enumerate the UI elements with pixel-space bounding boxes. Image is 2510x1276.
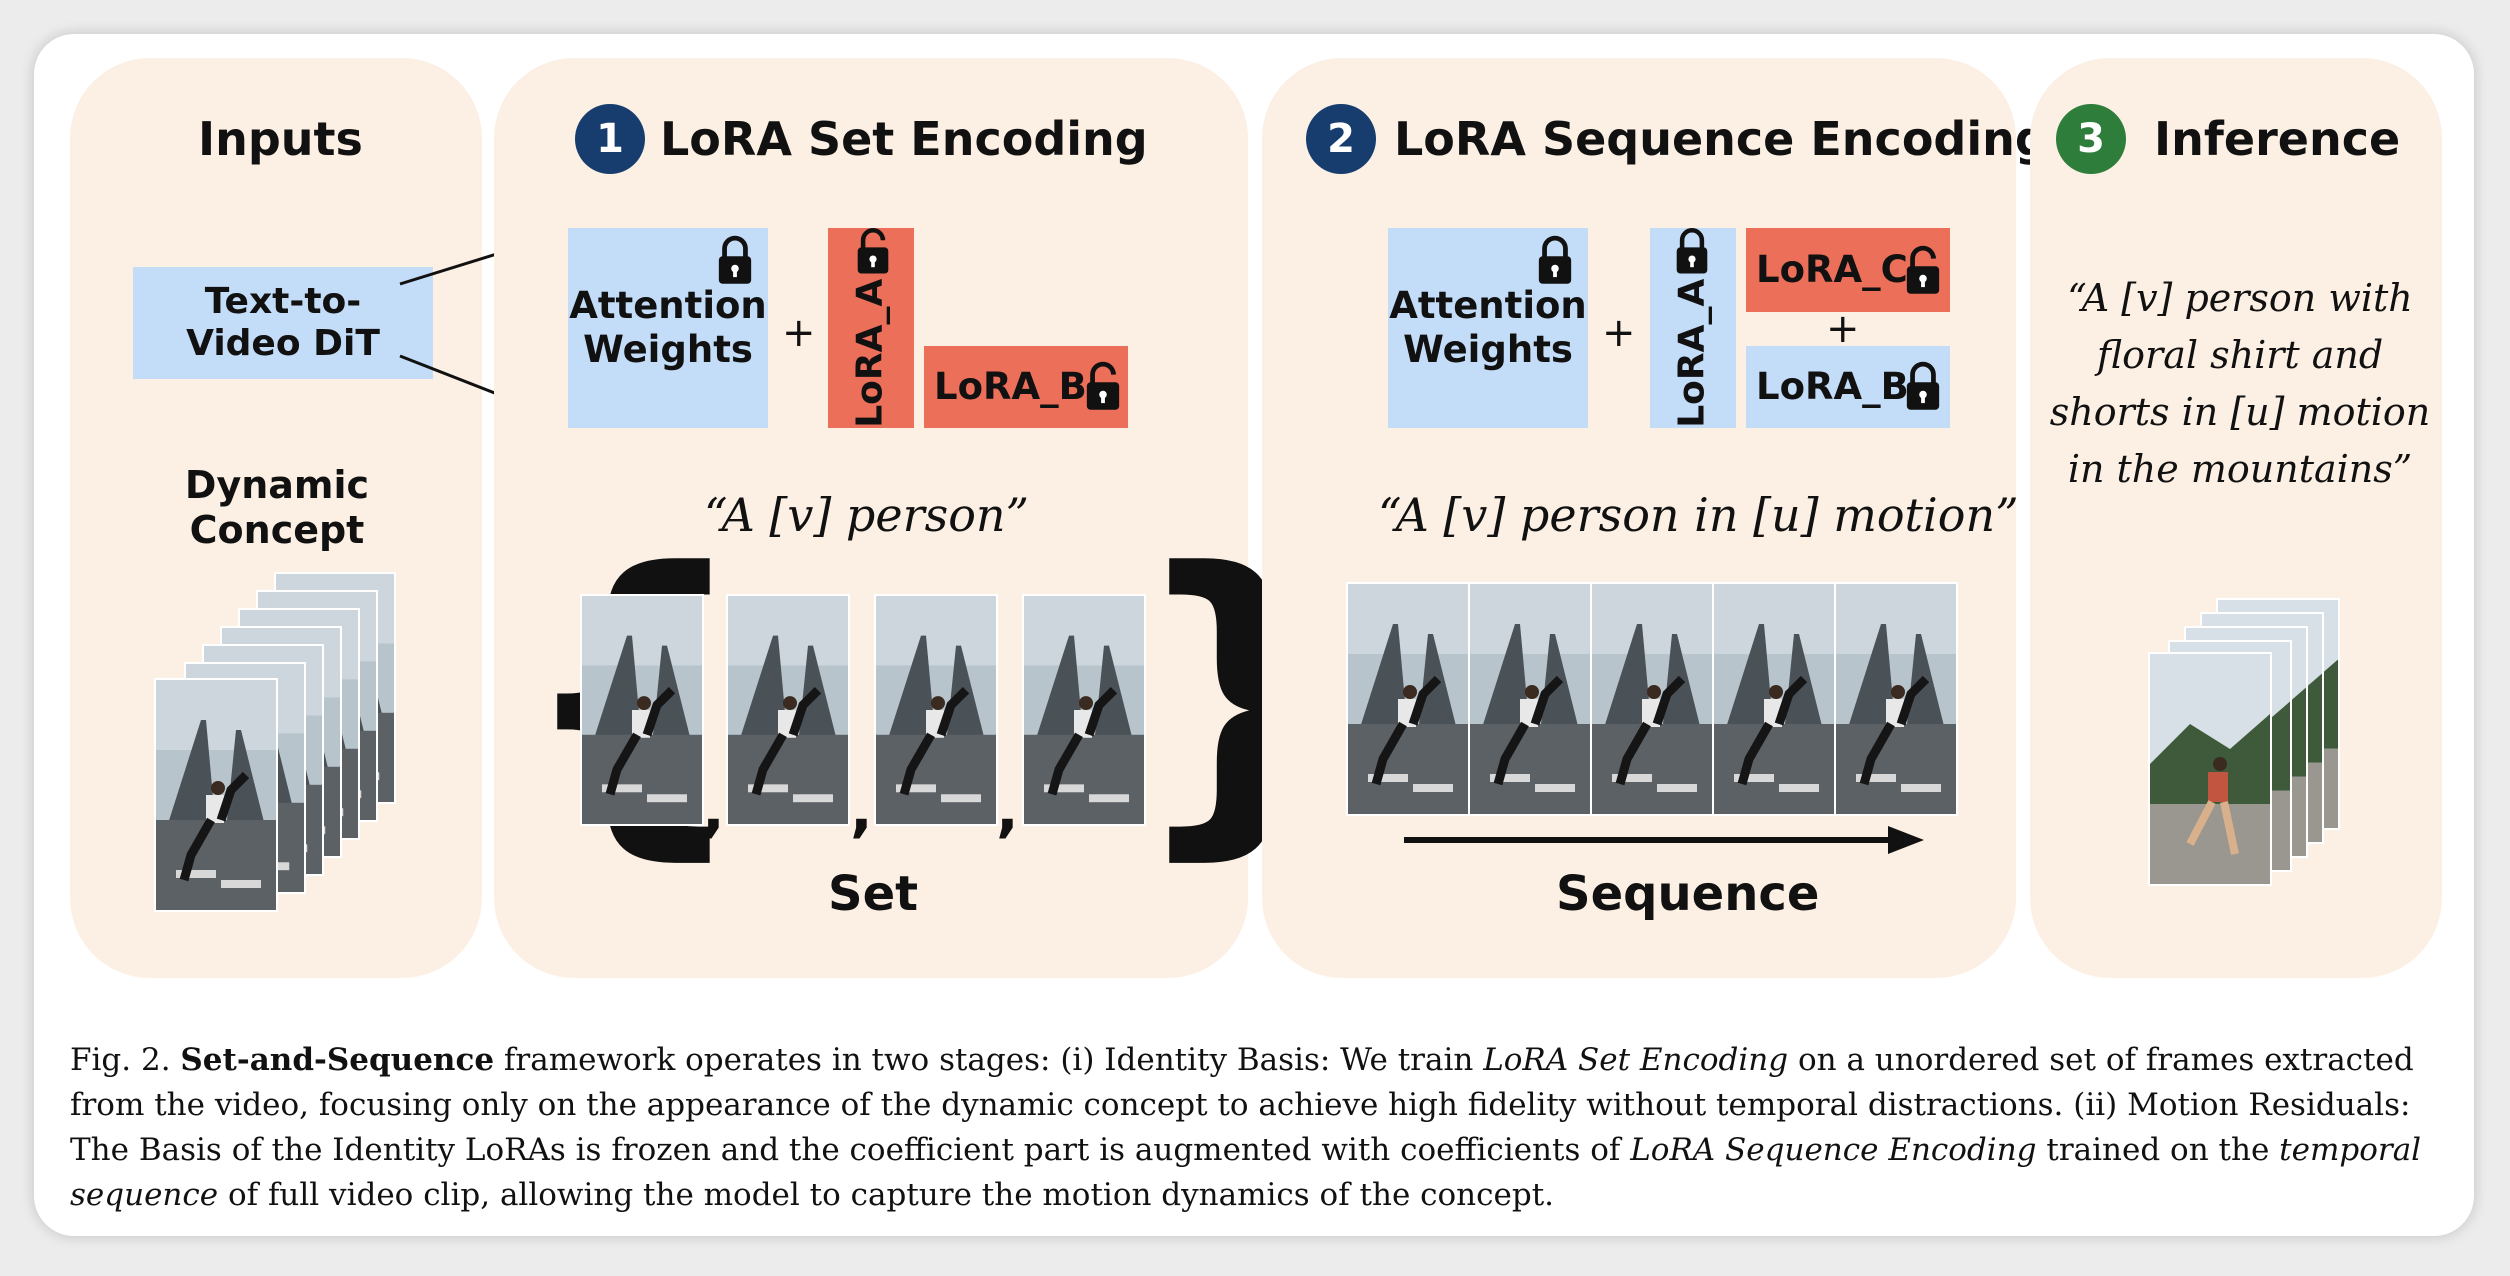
dynamic-concept-label: Dynamic Concept [184, 463, 370, 552]
inference-prompt-line: “A [v] person with [2067, 276, 2413, 320]
caption-text: on a unordered set of frames extracted f… [70, 1042, 2414, 1168]
set-comma: , [850, 775, 873, 845]
inference-prompt-line: floral shirt and [2096, 333, 2384, 377]
inference-prompt-line: shorts in [u] motion [2049, 390, 2431, 434]
set-prompt: “A [v] person” [704, 488, 1030, 542]
seq-lora-c-label: LoRA_C [1756, 248, 1908, 292]
caption-text: framework operates in two stages: (i) Id… [494, 1042, 1484, 1078]
caption-fig-number: Fig. 2. [70, 1042, 171, 1078]
step-1-badge: 1 [575, 104, 645, 174]
set-frame [1022, 594, 1146, 826]
caption-text: of full video clip, allowing the model t… [218, 1177, 1555, 1213]
sequence-prompt: “A [v] person in [u] motion” [1378, 488, 2019, 542]
seq-lora-a-label: LoRA_A [1671, 278, 1713, 428]
set-comma: , [996, 775, 1019, 845]
set-frame [580, 594, 704, 826]
set-frame [874, 594, 998, 826]
plus-sign: + [1826, 306, 1860, 352]
sequence-encoding-title: LoRA Sequence Encoding [1394, 112, 2048, 166]
sequence-arrow [1404, 826, 1924, 854]
caption-text: trained on the [2036, 1132, 2280, 1168]
inference-prompt-line: in the mountains” [2067, 447, 2413, 491]
sequence-frame [1346, 582, 1470, 816]
plus-sign: + [782, 310, 816, 356]
sequence-encoding-panel [1262, 58, 2016, 978]
lock-closed-icon [716, 234, 754, 286]
stack-frame [2148, 652, 2272, 886]
lock-closed-icon [1536, 234, 1574, 286]
set-attention-weights-box: Attention Weights [568, 228, 768, 428]
inference-title: Inference [2154, 112, 2401, 166]
inputs-title: Inputs [198, 112, 363, 166]
seq-lora-b-label: LoRA_B [1756, 365, 1909, 409]
sequence-label: Sequence [1556, 866, 1820, 922]
set-lora-b-box: LoRA_B [924, 346, 1128, 428]
lock-open-icon [1904, 244, 1942, 296]
inference-prompt: “A [v] person with floral shirt and shor… [2040, 270, 2440, 498]
lock-closed-icon [1674, 226, 1710, 276]
caption-italic: LoRA Set Encoding [1483, 1042, 1789, 1078]
sequence-frame [1712, 582, 1836, 816]
set-lora-a-label: LoRA_A [849, 278, 891, 428]
lock-open-icon [855, 226, 891, 276]
sequence-frame [1590, 582, 1714, 816]
set-comma: , [702, 775, 725, 845]
set-encoding-title: LoRA Set Encoding [660, 112, 1148, 166]
seq-lora-b-box: LoRA_B [1746, 346, 1950, 428]
sequence-frame [1834, 582, 1958, 816]
caption-italic: temporal sequence [70, 1132, 2422, 1213]
step-2-badge: 2 [1306, 104, 1376, 174]
set-lora-b-label: LoRA_B [934, 365, 1087, 409]
set-label: Set [828, 866, 919, 922]
figure-caption: Fig. 2. Set-and-Sequence framework opera… [70, 1038, 2450, 1218]
text-to-video-dit-box: Text-to-Video DiT [133, 267, 433, 379]
lock-open-icon [1084, 360, 1122, 412]
step-3-badge: 3 [2056, 104, 2126, 174]
plus-sign: + [1602, 310, 1636, 356]
stack-frame [154, 678, 278, 912]
lock-closed-icon [1904, 360, 1942, 412]
sequence-frame [1468, 582, 1592, 816]
caption-italic: LoRA Sequence Encoding [1630, 1132, 2037, 1168]
caption-bold-title: Set-and-Sequence [180, 1042, 495, 1078]
set-frame [726, 594, 850, 826]
